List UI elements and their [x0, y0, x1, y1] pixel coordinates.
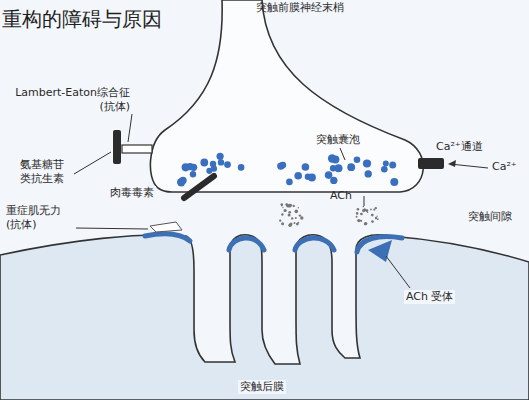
- arrow-head: [448, 160, 456, 167]
- dot: [308, 174, 316, 182]
- ca-channel: [418, 158, 444, 169]
- dot: [371, 220, 374, 223]
- dot: [281, 213, 283, 215]
- dot: [377, 218, 379, 220]
- dot: [370, 209, 372, 211]
- dot: [347, 163, 355, 171]
- leader-line: [76, 228, 148, 229]
- dot: [286, 179, 293, 186]
- dot: [331, 156, 339, 164]
- page-title: 重构的障碍与原因: [2, 6, 162, 33]
- ion-label: Ca²⁺: [492, 160, 517, 174]
- dot: [224, 161, 231, 168]
- dot: [354, 157, 361, 164]
- antibody-bar: [113, 130, 121, 164]
- dot: [356, 216, 358, 218]
- dot: [360, 213, 363, 216]
- dot: [390, 178, 398, 186]
- dot: [302, 163, 310, 171]
- dot: [363, 206, 365, 208]
- dot: [295, 210, 299, 214]
- dot: [330, 165, 337, 172]
- dot: [383, 160, 389, 166]
- leader-line: [340, 148, 345, 160]
- dot: [356, 212, 359, 215]
- dot: [357, 219, 360, 222]
- dot: [299, 214, 301, 216]
- dot: [288, 224, 292, 228]
- dot: [330, 177, 337, 184]
- dot: [218, 159, 224, 165]
- dot: [210, 161, 216, 167]
- ca-channel-blocked: [122, 145, 152, 153]
- leader-line: [386, 256, 410, 288]
- dot: [281, 222, 284, 225]
- dot: [365, 170, 372, 177]
- drug-label: 氨基糖苷类抗生素: [20, 158, 72, 186]
- dot: [371, 214, 374, 217]
- dot: [177, 178, 185, 186]
- cleft-label: 突触间隙: [468, 210, 512, 224]
- bottom-label: 突触后膜: [238, 380, 286, 394]
- dot: [282, 207, 283, 208]
- ach-receptors: [145, 234, 402, 252]
- dot: [281, 203, 284, 206]
- top-label: 突触前膜神经末梢: [256, 1, 344, 15]
- dot: [364, 223, 367, 226]
- vesicle-label: 突触囊泡: [316, 133, 360, 147]
- dot: [291, 217, 293, 219]
- dot: [279, 219, 281, 221]
- channel-label: Ca²⁺通道: [436, 140, 483, 154]
- presynaptic-terminal: [150, 0, 423, 192]
- disease-label: 重症肌无力 (抗体): [6, 204, 76, 232]
- toxin-bar: [184, 176, 214, 198]
- dot: [190, 171, 196, 177]
- dot: [293, 205, 295, 207]
- dot: [294, 172, 302, 180]
- dot: [298, 207, 299, 208]
- dot: [375, 217, 377, 219]
- dot: [288, 211, 291, 214]
- dot: [375, 207, 377, 209]
- dot: [288, 204, 292, 208]
- receptor-label: ACh 受体: [404, 290, 455, 304]
- ca-arrow: [450, 164, 488, 168]
- dot: [362, 209, 365, 212]
- dot: [300, 216, 303, 219]
- dot: [294, 222, 296, 224]
- dot: [288, 213, 291, 216]
- toxin-label: 肉毒毒素: [108, 186, 156, 200]
- ach-molecules: [279, 203, 379, 227]
- dot: [200, 159, 208, 167]
- dot: [363, 159, 371, 167]
- dot: [295, 217, 297, 219]
- dot: [389, 162, 396, 169]
- dot: [376, 216, 377, 217]
- dot: [186, 163, 193, 170]
- transmitter-label: ACh: [330, 189, 352, 203]
- dot: [284, 209, 287, 212]
- dot: [281, 205, 283, 207]
- dot: [217, 153, 224, 160]
- dot: [296, 223, 299, 226]
- disease-label: Lambert-Eaton综合征 (抗体): [12, 86, 130, 114]
- release-arrow: [364, 196, 365, 206]
- dot: [238, 164, 245, 171]
- dot: [357, 208, 360, 211]
- dot: [285, 203, 288, 206]
- dot: [381, 166, 388, 173]
- antibody-shape: [150, 222, 182, 232]
- dot: [277, 162, 284, 169]
- leader-line: [128, 114, 132, 142]
- dot: [365, 209, 368, 212]
- dot: [360, 213, 361, 214]
- dot: [364, 222, 367, 225]
- postsynaptic-membrane: [0, 235, 529, 400]
- leader-line: [74, 152, 111, 174]
